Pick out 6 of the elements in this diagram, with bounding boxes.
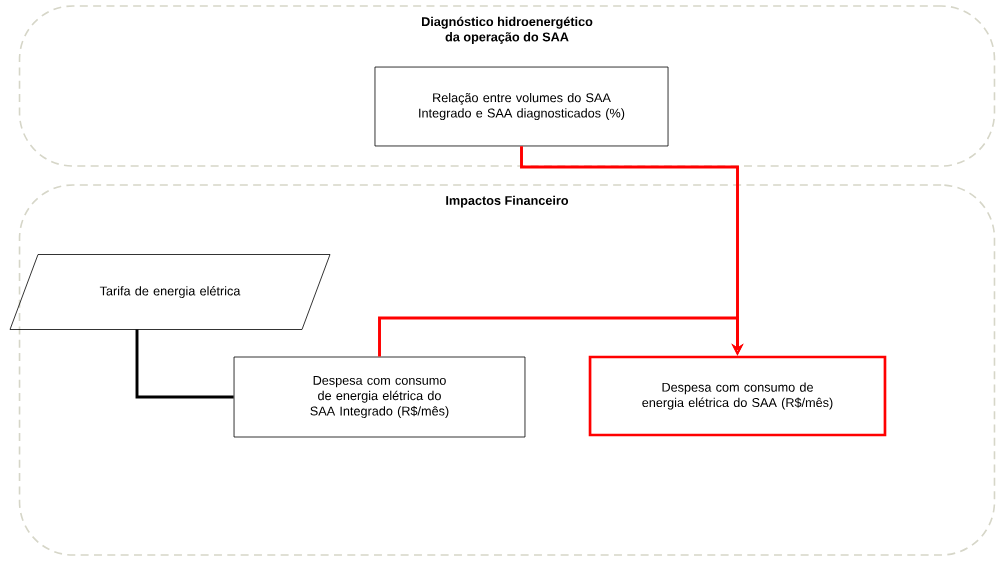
process-box: Despesa com consumo de energia elétrica do SAA (R$/mês) xyxy=(588,355,887,437)
connector xyxy=(135,329,234,399)
process-box: Relação entre volumes do SAA Integrado e SAA diagnosticados (%) xyxy=(374,66,669,147)
process-box: Despesa com consumo de energia elétrica do SAA Integrado (R$/mês) xyxy=(233,356,526,438)
parallelogram: Tarifa de energia elétrica xyxy=(9,254,331,330)
connector xyxy=(378,316,744,357)
